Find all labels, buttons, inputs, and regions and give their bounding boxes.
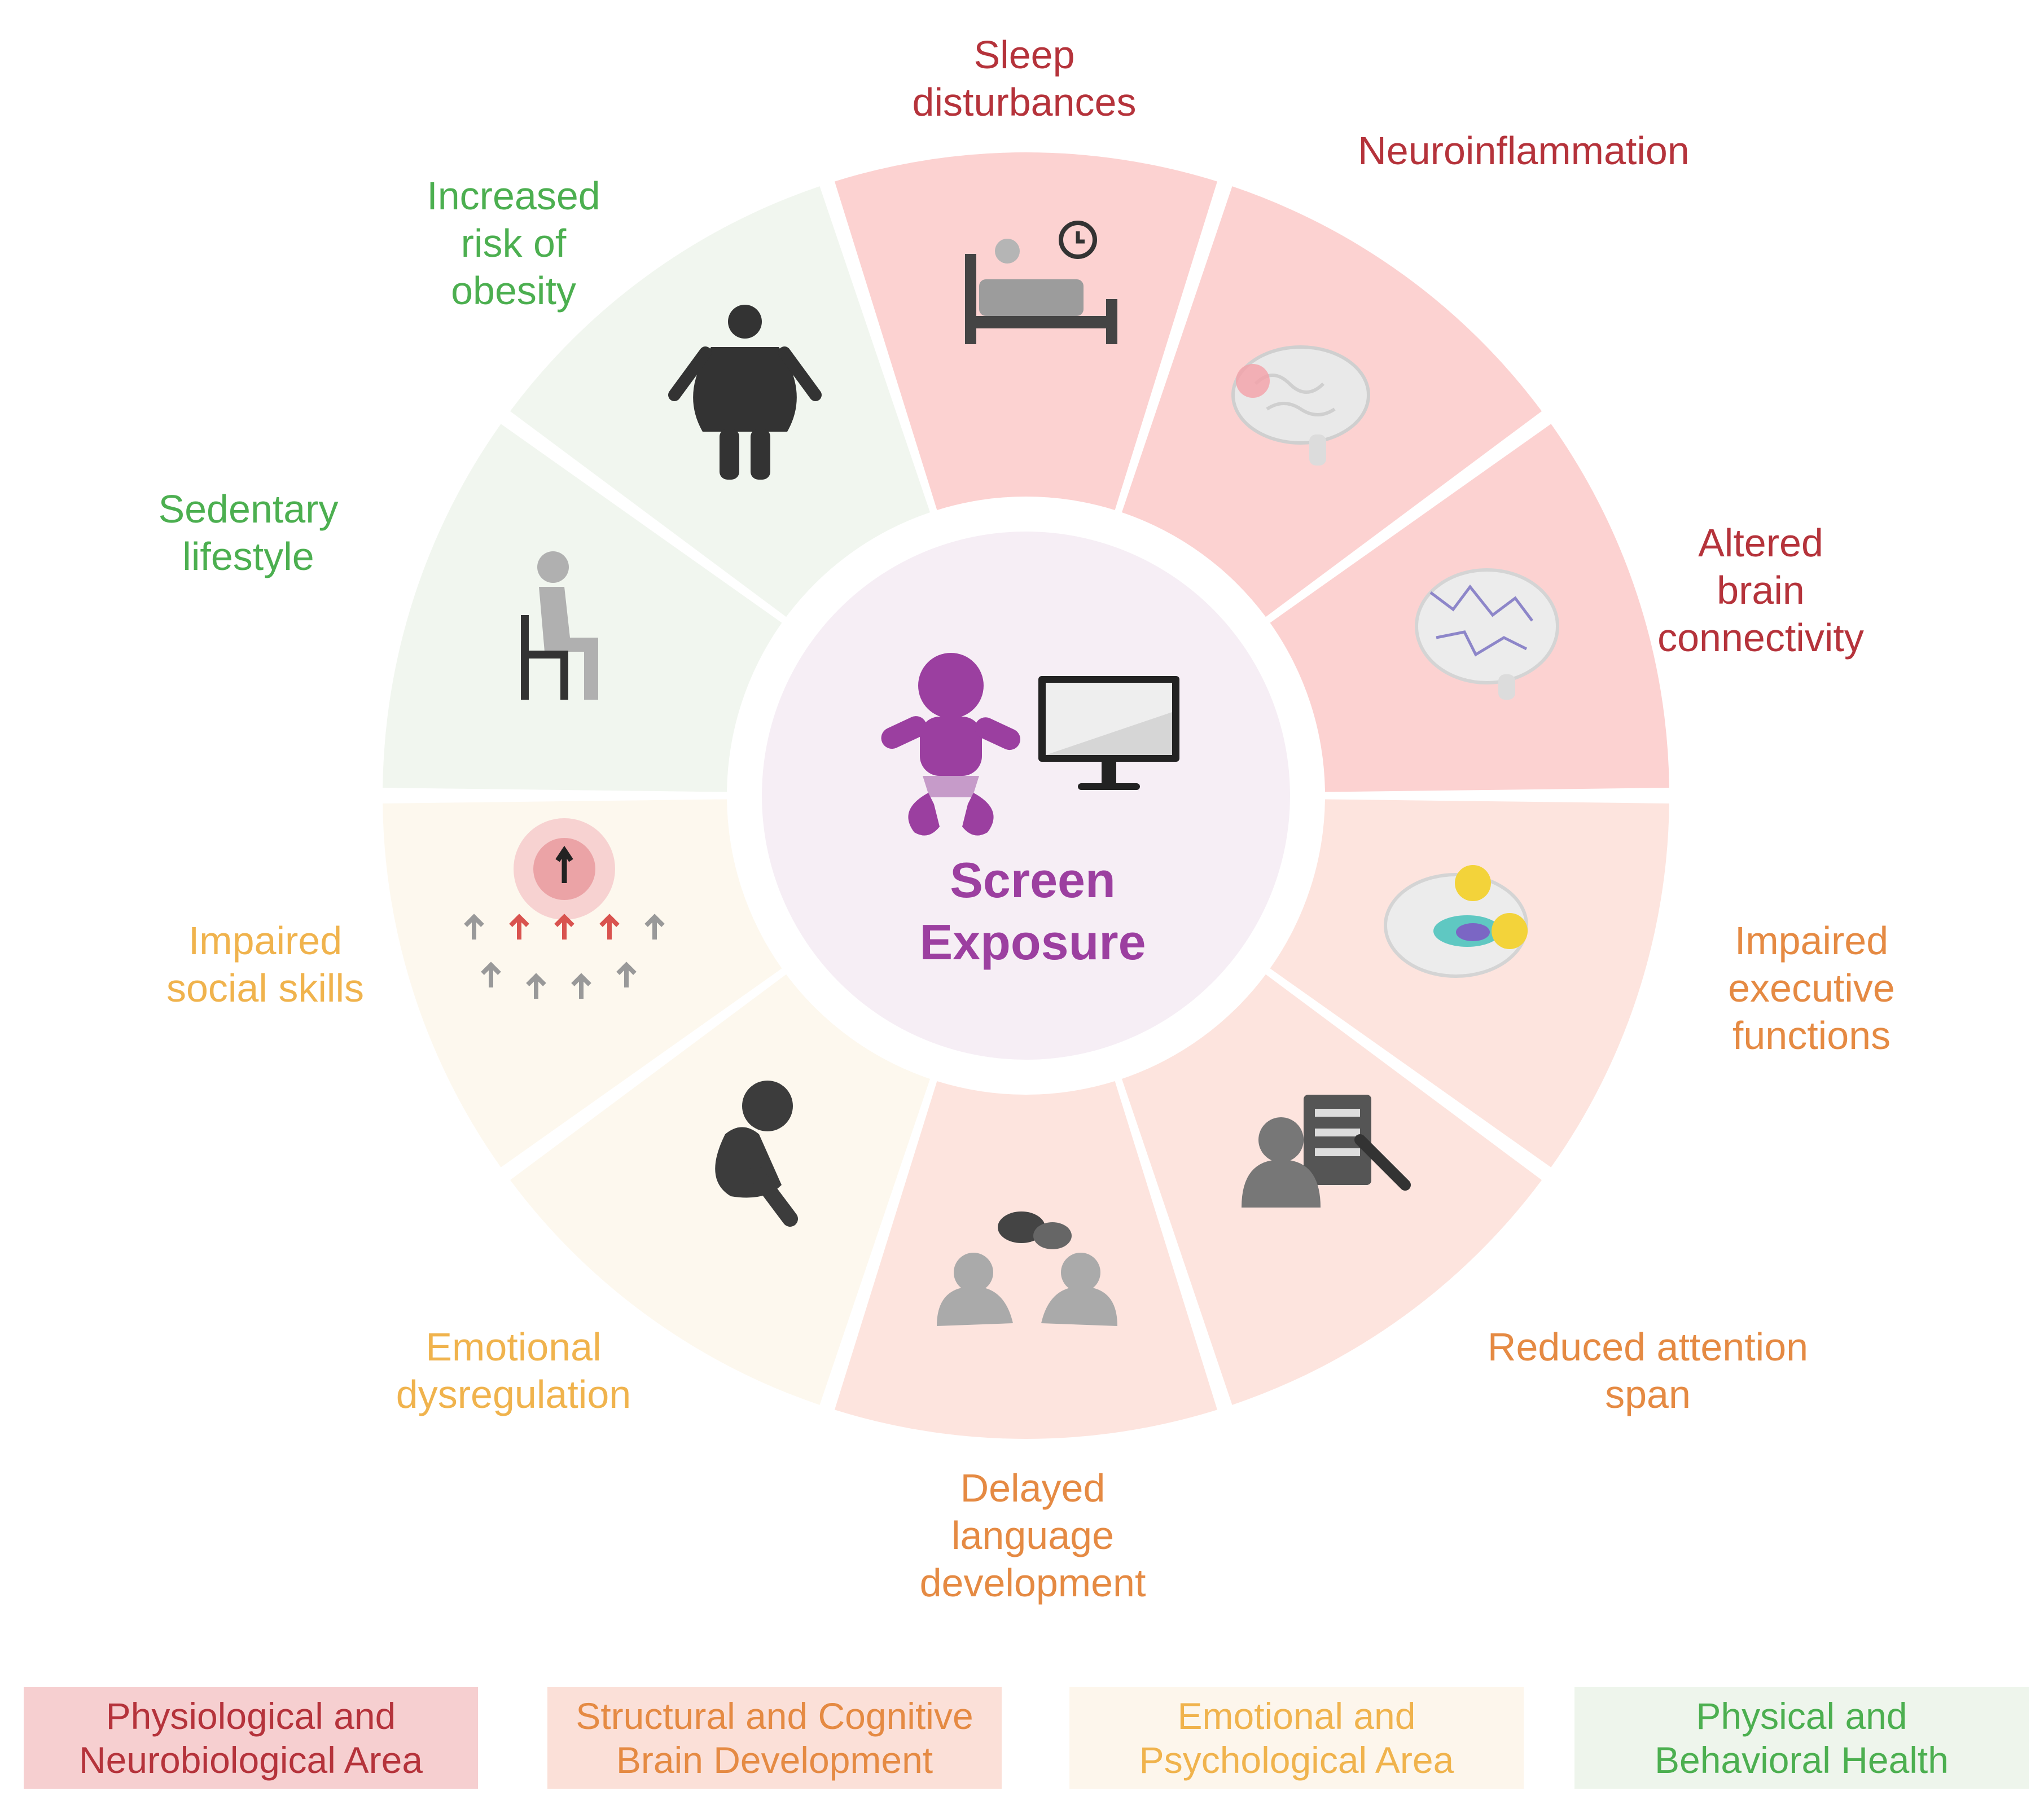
person-checklist-icon — [1242, 1095, 1411, 1208]
legend-emotional: Emotional and Psychological Area — [1069, 1687, 1524, 1789]
wheel-segment-emotional — [510, 974, 931, 1405]
label-neuroinflammation: Neuroinflammation — [1358, 129, 1690, 173]
monitor-icon — [1038, 676, 1179, 790]
conversation-icon — [937, 1211, 1117, 1326]
sad-person-icon — [715, 1081, 798, 1227]
label-emotional-dysregulation: Emotional dysregulation — [396, 1325, 631, 1416]
wheel-segment-physiological — [834, 152, 1218, 510]
obese-person-icon — [668, 305, 822, 480]
bed-clock-icon — [965, 221, 1117, 344]
legend-physical: Physical and Behavioral Health — [1574, 1687, 2029, 1789]
label-impaired-executive-functions: Impaired executive functions — [1728, 919, 1895, 1057]
center-title-line2: Exposure — [919, 914, 1146, 970]
brain-network-icon — [1415, 568, 1559, 700]
baby-icon — [881, 653, 1020, 836]
wheel-segments — [383, 152, 1669, 1439]
brain-highlight-icon — [1384, 865, 1528, 978]
center-title-line1: Screen — [950, 852, 1116, 908]
label-reduced-attention-span: Reduced attention span — [1487, 1325, 1809, 1416]
label-increased-risk-of-obesity: Increased risk of obesity — [427, 174, 600, 313]
label-sedentary-lifestyle: Sedentary lifestyle — [158, 487, 339, 578]
wheel-segment-structural — [834, 1081, 1218, 1439]
legend-structural: Structural and Cognitive Brain Developme… — [547, 1687, 1002, 1789]
center-disc — [762, 532, 1290, 1060]
label-impaired-social-skills: Impaired social skills — [166, 919, 365, 1010]
wheel-segment-physical — [383, 424, 782, 792]
seated-person-icon — [521, 551, 598, 700]
wheel-segment-structural — [1121, 974, 1542, 1405]
legend-physiological: Physiological and Neurobiological Area — [24, 1687, 478, 1789]
inflamed-brain-icon — [1231, 345, 1370, 466]
label-altered-brain-connectivity: Altered brain connectivity — [1657, 521, 1864, 660]
wheel-segment-structural — [1270, 799, 1669, 1167]
label-sleep-disturbances: Sleep disturbances — [912, 33, 1137, 124]
label-delayed-language-development: Delayed language development — [919, 1466, 1146, 1605]
isolated-person-icon — [464, 818, 665, 999]
